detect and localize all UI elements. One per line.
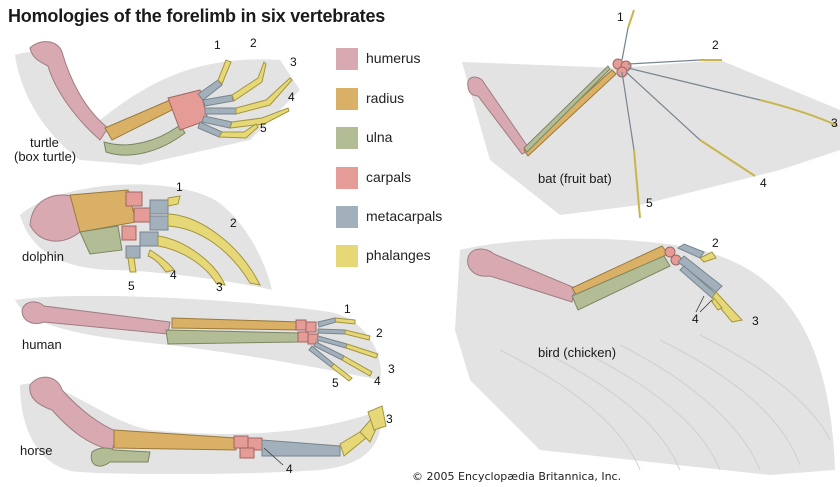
bird-limb bbox=[455, 239, 835, 475]
dolphin-digit-5: 5 bbox=[128, 279, 135, 293]
turtle-label: turtle bbox=[30, 136, 59, 150]
bird-digit-3: 3 bbox=[752, 314, 759, 328]
bird-digit-4: 4 bbox=[692, 312, 699, 326]
legend-item-radius: radius bbox=[336, 88, 476, 110]
turtle-digit-2: 2 bbox=[250, 36, 257, 50]
dolphin-digit-3: 3 bbox=[216, 280, 223, 294]
human-digit-5: 5 bbox=[332, 376, 339, 390]
turtle-digit-1: 1 bbox=[214, 38, 221, 52]
legend-item-ulna: ulna bbox=[336, 127, 476, 149]
horse-limb bbox=[20, 377, 386, 474]
turtle-digit-3: 3 bbox=[290, 55, 297, 69]
human-digit-1: 1 bbox=[344, 302, 351, 316]
horse-label: horse bbox=[20, 444, 53, 458]
legend-label-phalanges: phalanges bbox=[366, 247, 431, 263]
turtle-digit-4: 4 bbox=[288, 90, 295, 104]
legend-label-metacarpals: metacarpals bbox=[366, 208, 442, 224]
dolphin-label: dolphin bbox=[22, 250, 64, 264]
legend-item-metacarpals: metacarpals bbox=[336, 206, 476, 228]
bat-limb bbox=[462, 10, 840, 218]
legend-item-carpals: carpals bbox=[336, 167, 476, 189]
dolphin-digit-2: 2 bbox=[230, 216, 237, 230]
dolphin-limb bbox=[20, 184, 272, 290]
human-label: human bbox=[22, 338, 62, 352]
bird-label: bird (chicken) bbox=[538, 346, 616, 360]
legend-label-ulna: ulna bbox=[366, 129, 392, 145]
legend-label-humerus: humerus bbox=[366, 50, 420, 66]
copyright-notice: © 2005 Encyclopædia Britannica, Inc. bbox=[412, 470, 621, 483]
human-digit-3: 3 bbox=[388, 362, 395, 376]
bat-digit-1: 1 bbox=[617, 10, 624, 24]
legend-swatch-humerus bbox=[336, 48, 358, 70]
horse-digit-4: 4 bbox=[286, 462, 293, 476]
legend-item-humerus: humerus bbox=[336, 48, 476, 70]
legend-swatch-metacarpals bbox=[336, 206, 358, 228]
legend-swatch-carpals bbox=[336, 167, 358, 189]
horse-digit-3: 3 bbox=[386, 412, 393, 426]
turtle-digit-5: 5 bbox=[260, 121, 267, 135]
bird-digit-2: 2 bbox=[712, 236, 719, 250]
legend-item-phalanges: phalanges bbox=[336, 245, 476, 267]
human-digit-2: 2 bbox=[376, 326, 383, 340]
legend-label-carpals: carpals bbox=[366, 169, 411, 185]
legend-swatch-radius bbox=[336, 88, 358, 110]
bat-digit-3: 3 bbox=[831, 116, 838, 130]
legend-swatch-ulna bbox=[336, 127, 358, 149]
turtle-sublabel: (box turtle) bbox=[14, 150, 76, 164]
legend-swatch-phalanges bbox=[336, 245, 358, 267]
human-limb bbox=[15, 296, 381, 381]
bat-digit-4: 4 bbox=[760, 176, 767, 190]
bat-digit-5: 5 bbox=[646, 196, 653, 210]
dolphin-digit-4: 4 bbox=[170, 268, 177, 282]
human-digit-4: 4 bbox=[374, 374, 381, 388]
legend-label-radius: radius bbox=[366, 90, 404, 106]
bat-label: bat (fruit bat) bbox=[538, 172, 612, 186]
dolphin-digit-1: 1 bbox=[176, 180, 183, 194]
bat-digit-2: 2 bbox=[712, 38, 719, 52]
